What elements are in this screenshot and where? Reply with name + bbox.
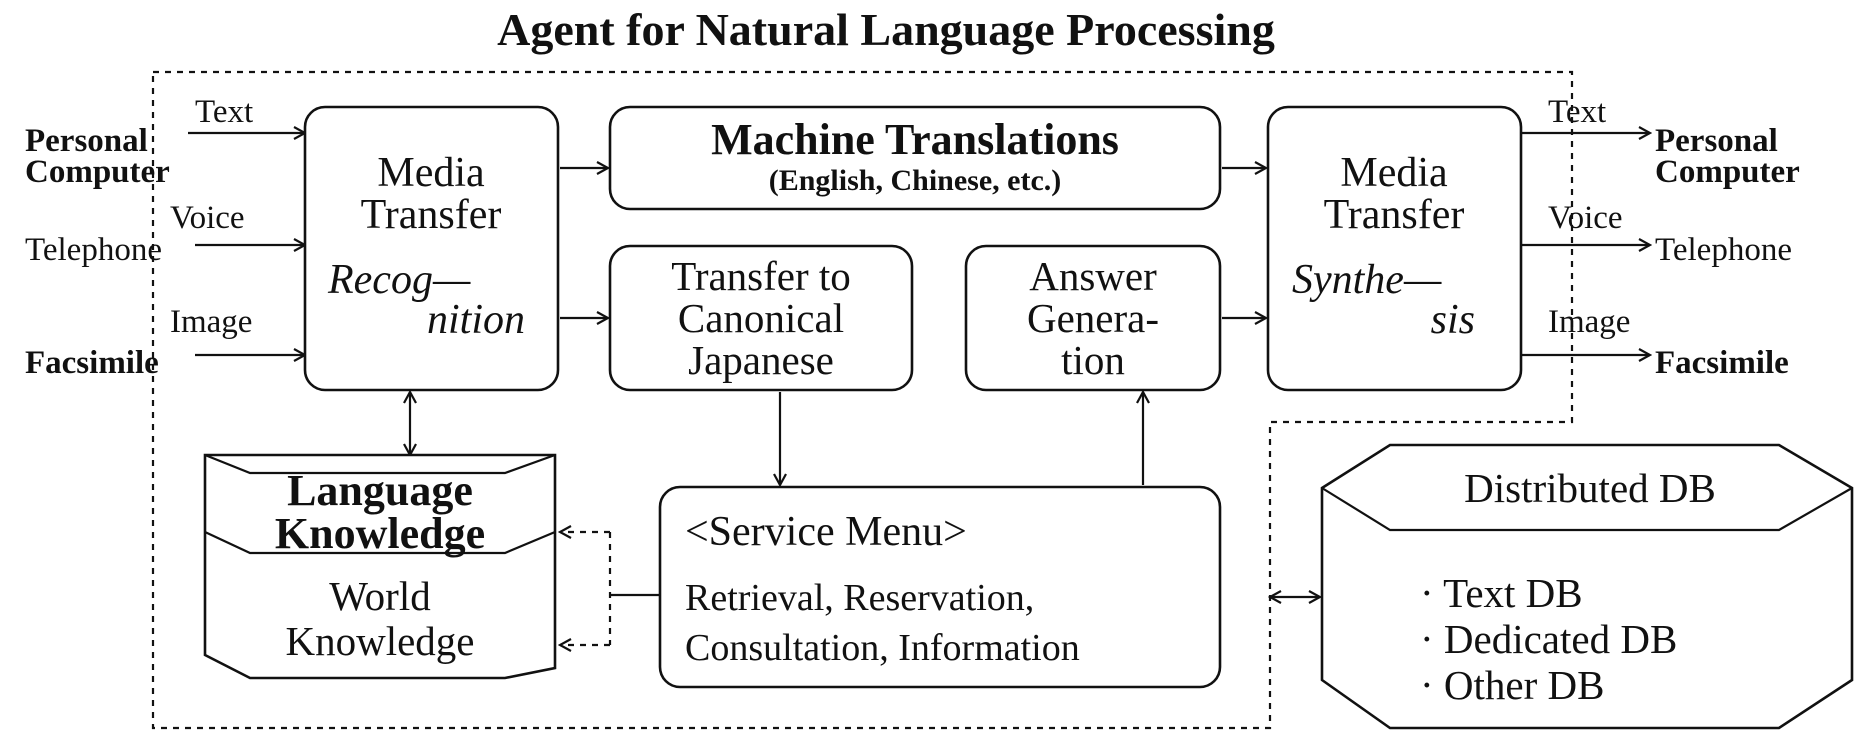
world-knowledge-line2: Knowledge (285, 618, 474, 664)
media-transfer-synthesis-box (1266, 105, 1523, 392)
media-in-line2: Transfer (361, 192, 502, 238)
answer-line2: Genera- (1027, 295, 1159, 341)
agent-boundary (151, 70, 1574, 730)
output-telephone-label: Telephone (1655, 232, 1792, 268)
language-knowledge-line2: Knowledge (275, 509, 485, 558)
machine-translations-title: Machine Translations (711, 115, 1119, 164)
input-computer-label: Computer (25, 154, 170, 190)
input-telephone-label: Telephone (25, 232, 162, 268)
distributed-db-top-edge (1321, 487, 1853, 532)
canonical-line1: Transfer to (671, 253, 851, 299)
service-menu-title: <Service Menu> (685, 509, 967, 555)
language-knowledge-line1: Language (287, 466, 473, 515)
answer-line1: Answer (1029, 253, 1157, 299)
input-facsimile-label: Facsimile (25, 345, 159, 381)
distributed-db-item-2: · Dedicated DB (1420, 616, 1677, 662)
answer-line3: tion (1061, 337, 1125, 383)
machine-translations-subtitle: (English, Chinese, etc.) (769, 164, 1062, 197)
media-out-synthe: Synthe— (1292, 257, 1442, 303)
input-personal-label: Personal (25, 123, 148, 159)
service-menu-line1: Retrieval, Reservation, (685, 577, 1034, 619)
knowledge-top-edge (204, 453, 556, 475)
diagram-title: Agent for Natural Language Processing (497, 4, 1275, 55)
canonical-line3: Japanese (688, 337, 834, 383)
canonical-japanese-box (608, 244, 914, 392)
media-in-line1: Media (377, 150, 485, 196)
media-out-line1: Media (1340, 150, 1448, 196)
output-computer-label: Computer (1655, 154, 1800, 190)
output-voice-label: Voice (1548, 200, 1623, 236)
input-image-label: Image (170, 304, 252, 340)
distributed-db-title: Distributed DB (1464, 465, 1716, 511)
distributed-db-shape (1320, 443, 1854, 730)
media-transfer-recognition-box (303, 105, 560, 392)
world-knowledge-line1: World (329, 573, 430, 619)
machine-translations-box (608, 105, 1222, 211)
knowledge-divider (204, 530, 556, 555)
media-in-nition: nition (427, 297, 525, 343)
output-image-label: Image (1548, 304, 1630, 340)
output-personal-label: Personal (1655, 123, 1778, 159)
service-menu-line2: Consultation, Information (685, 627, 1080, 669)
media-out-line2: Transfer (1324, 192, 1465, 238)
input-voice-label: Voice (170, 200, 245, 236)
media-in-recog: Recog— (327, 257, 471, 303)
distributed-db-item-1: · Text DB (1420, 570, 1583, 616)
distributed-db-item-3: · Other DB (1420, 662, 1604, 708)
service-menu-box (658, 485, 1222, 689)
answer-generation-box (964, 244, 1222, 392)
input-text-label: Text (195, 94, 253, 130)
output-facsimile-label: Facsimile (1655, 345, 1789, 381)
media-out-sis: sis (1431, 297, 1475, 343)
output-text-label: Text (1548, 94, 1606, 130)
canonical-line2: Canonical (678, 295, 844, 341)
